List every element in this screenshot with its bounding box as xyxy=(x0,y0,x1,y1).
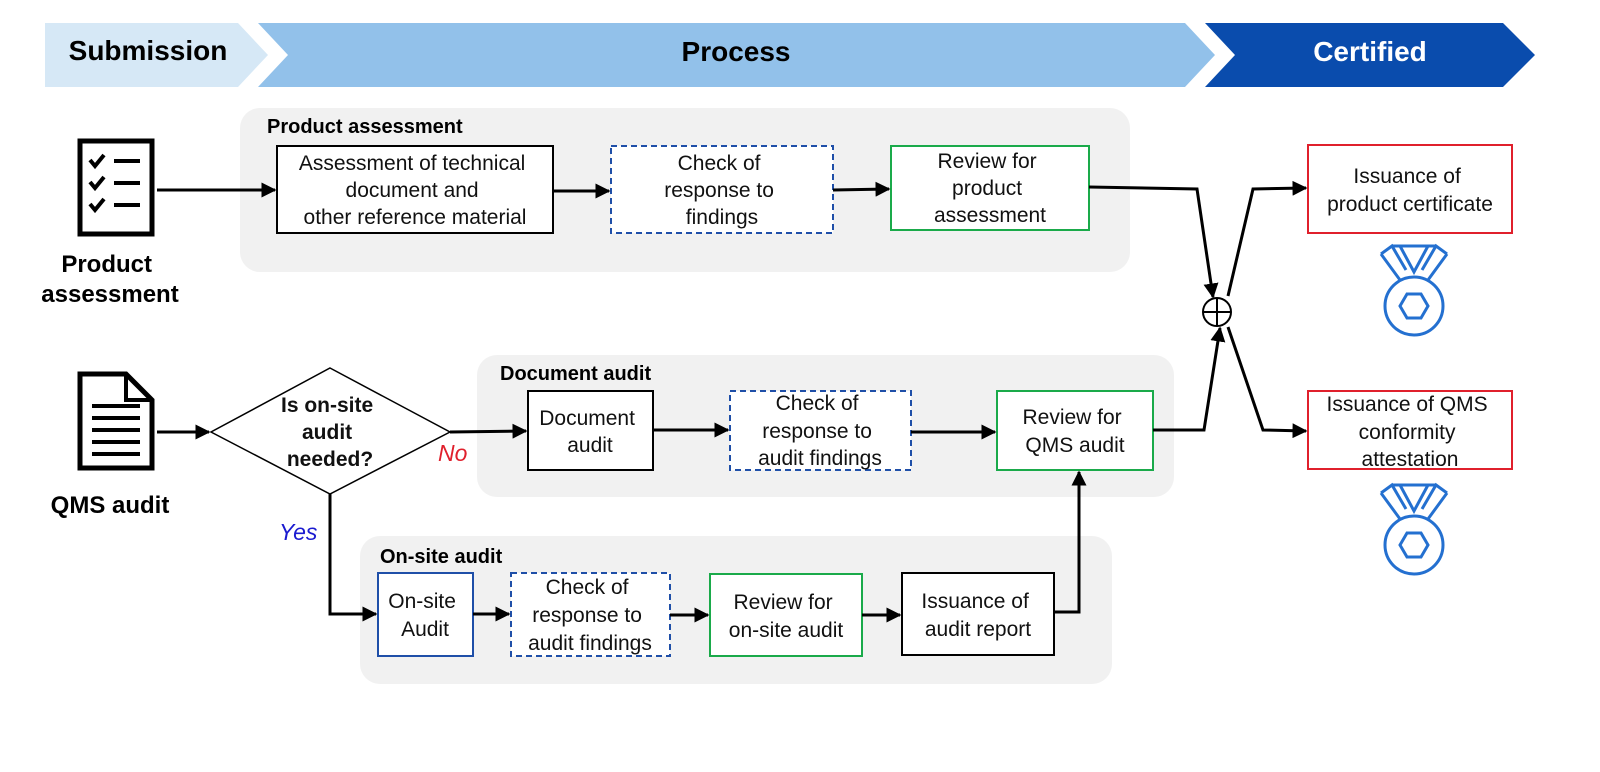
process-label: Process xyxy=(682,36,791,67)
assessment-technical-document-box xyxy=(276,145,554,234)
certified-chevron xyxy=(1205,23,1535,87)
decision-no-label: No xyxy=(438,440,468,466)
review-product-assessment-text: Review for product assessment xyxy=(934,150,1046,227)
review-onsite-audit-text: Review for on-site audit xyxy=(729,591,844,642)
product-input-label: Product assessment xyxy=(41,251,178,308)
arrow-yes-branch xyxy=(328,494,378,622)
qms-input-label: QMS audit xyxy=(51,492,170,519)
process-chevron xyxy=(258,23,1215,87)
submission-label: Submission xyxy=(69,35,228,66)
issuance-audit-report-box xyxy=(901,572,1055,656)
arrow-join-to-qms-cert xyxy=(1226,326,1308,439)
phase-banner: Submission Process Certified xyxy=(45,23,1535,87)
review-qms-audit-box xyxy=(996,390,1154,471)
document-icon xyxy=(77,371,155,471)
check-response-findings-box xyxy=(610,145,834,234)
onsite-check-response-box xyxy=(510,572,671,657)
review-product-assessment-box xyxy=(890,145,1090,231)
arrow-product-review-to-join xyxy=(1088,185,1219,299)
onsite-decision-text: Is on-site audit needed? xyxy=(281,394,379,471)
document-audit-group-title: Document audit xyxy=(500,363,651,385)
certified-label: Certified xyxy=(1313,36,1427,67)
qms-attestation-box xyxy=(1307,390,1513,470)
arrow-qms-review-to-join xyxy=(1153,326,1226,432)
onsite-check-response-text: Check of response to audit findings xyxy=(528,576,652,655)
medal-icon xyxy=(1379,482,1449,576)
check-response-audit-findings-box xyxy=(729,390,912,471)
review-onsite-audit-box xyxy=(709,573,863,657)
qms-attestation-text: Issuance of QMS conformity attestation xyxy=(1327,393,1494,471)
checklist-icon xyxy=(77,138,155,237)
product-certificate-text: Issuance of product certificate xyxy=(1327,165,1493,216)
document-audit-box xyxy=(527,390,654,471)
arrow-check-to-review xyxy=(832,181,891,197)
product-assessment-group-title: Product assessment xyxy=(267,116,463,138)
onsite-audit-box xyxy=(377,572,474,657)
review-qms-audit-text: Review for QMS audit xyxy=(1022,406,1127,457)
medal-icon xyxy=(1379,243,1449,337)
arrow-join-to-product-cert xyxy=(1226,180,1308,297)
decision-yes-label: Yes xyxy=(279,519,318,545)
assessment-technical-document-text: Assessment of technical document and oth… xyxy=(299,152,531,229)
arrow-report-to-qms-review xyxy=(1054,470,1087,614)
onsite-audit-text: On-site Audit xyxy=(388,590,462,641)
submission-chevron xyxy=(45,23,268,87)
check-response-audit-findings-text: Check of response to audit findings xyxy=(758,392,882,470)
product-certificate-box xyxy=(1307,144,1513,234)
connectors xyxy=(157,180,1308,623)
onsite-audit-group-title: On-site audit xyxy=(380,546,503,568)
issuance-audit-report-text: Issuance of audit report xyxy=(921,590,1034,641)
join-plus-icon xyxy=(1202,297,1232,327)
document-audit-text: Document audit xyxy=(539,407,641,457)
check-response-findings-text: Check of response to findings xyxy=(664,152,780,229)
arrow-no-branch xyxy=(449,423,528,439)
